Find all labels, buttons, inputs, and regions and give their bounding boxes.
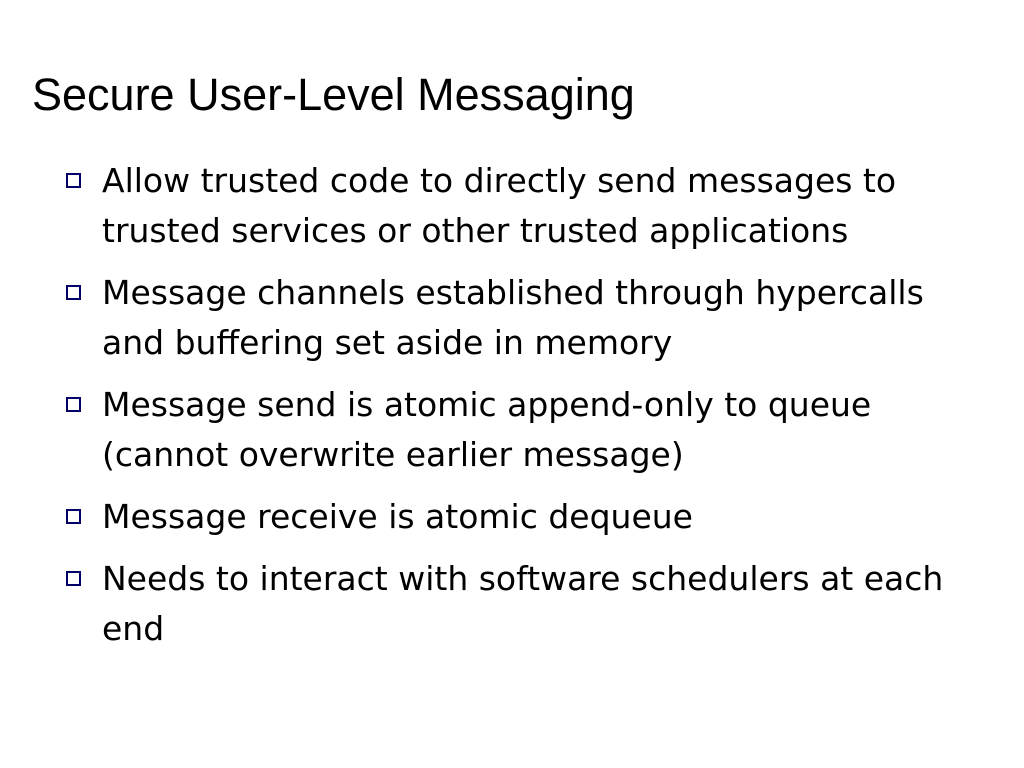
bullet-item: Allow trusted code to directly send mess… [66,156,966,256]
bullet-text: Allow trusted code to directly send mess… [102,161,897,250]
slide-title: Secure User-Level Messaging [32,69,635,120]
hollow-square-icon [66,509,81,524]
bullet-text: Message channels established through hyp… [102,273,924,362]
bullet-list: Allow trusted code to directly send mess… [66,156,966,666]
bullet-item: Message send is atomic append-only to qu… [66,380,966,480]
hollow-square-icon [66,173,81,188]
bullet-text: Needs to interact with software schedule… [102,559,944,648]
bullet-item: Message channels established through hyp… [66,268,966,368]
bullet-item: Message receive is atomic dequeue [66,492,966,542]
hollow-square-icon [66,571,81,586]
hollow-square-icon [66,397,81,412]
bullet-text: Message receive is atomic dequeue [102,497,693,536]
bullet-item: Needs to interact with software schedule… [66,554,966,654]
hollow-square-icon [66,285,81,300]
bullet-text: Message send is atomic append-only to qu… [102,385,872,474]
